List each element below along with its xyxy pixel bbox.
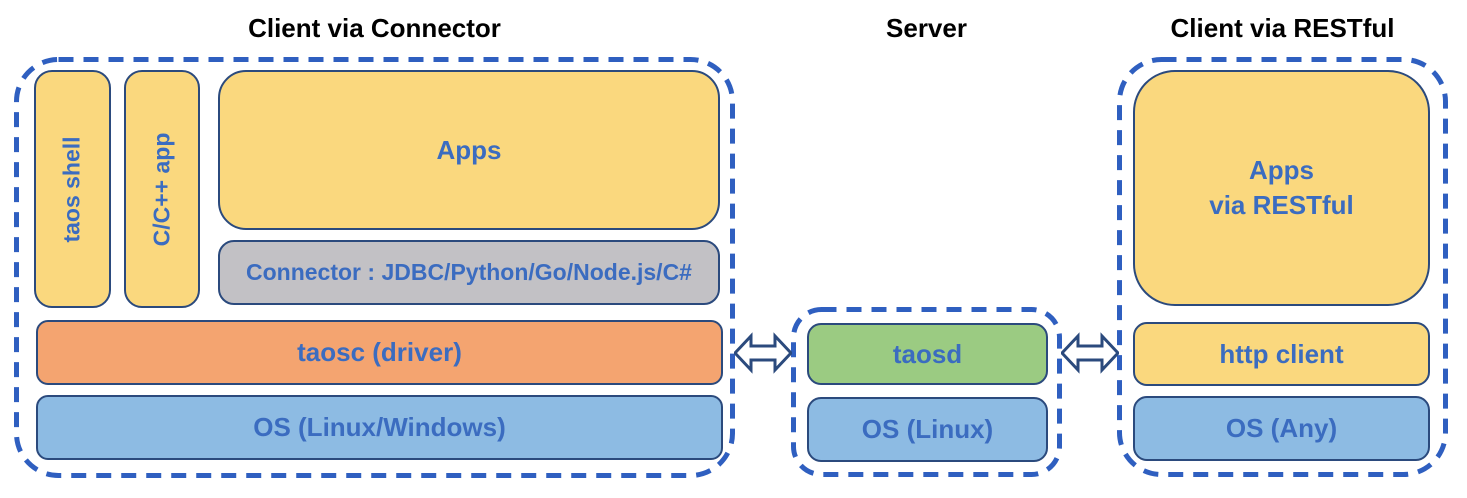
os-linux-label: OS (Linux) [861,414,994,444]
section-title-client-restful: Client via RESTful [1170,13,1395,43]
server-group-border [791,307,1062,477]
os-any-box: OS (Any) [1133,396,1430,461]
apps-label: Apps [436,134,502,165]
http-client-box: http client [1133,322,1430,386]
section-title-client-connector: Client via Connector [248,13,501,43]
cpp-app-box: C/C++ app [124,70,200,308]
taosd-box: taosd [807,323,1048,385]
section-title-server: Server [886,13,967,43]
os-any-label: OS (Any) [1225,413,1338,443]
left-right-arrow-icon [734,332,792,374]
os-linux-box: OS (Linux) [807,397,1048,462]
left-right-arrow-icon [1061,332,1119,374]
apps-box: Apps [218,70,720,230]
connector-box: Connector : JDBC/Python/Go/Node.js/C# [218,240,720,305]
client-restful-group-border [1117,57,1448,477]
os-linux-windows-box: OS (Linux/Windows) [36,395,723,460]
http-client-label: http client [1219,338,1344,369]
apps-via-restful-label: Apps via RESTful [1209,154,1354,220]
client-connector-group-border [14,57,735,478]
taosc-driver-box: taosc (driver) [36,320,723,385]
taosd-label: taosd [892,338,963,369]
taos-shell-label: taos shell [59,135,86,243]
os-linux-windows-label: OS (Linux/Windows) [253,412,506,442]
apps-via-restful-box: Apps via RESTful [1133,70,1430,306]
connector-label: Connector : JDBC/Python/Go/Node.js/C# [246,259,692,285]
taosc-driver-label: taosc (driver) [297,337,462,367]
cpp-app-label: C/C++ app [148,132,175,246]
taos-shell-box: taos shell [34,70,111,308]
